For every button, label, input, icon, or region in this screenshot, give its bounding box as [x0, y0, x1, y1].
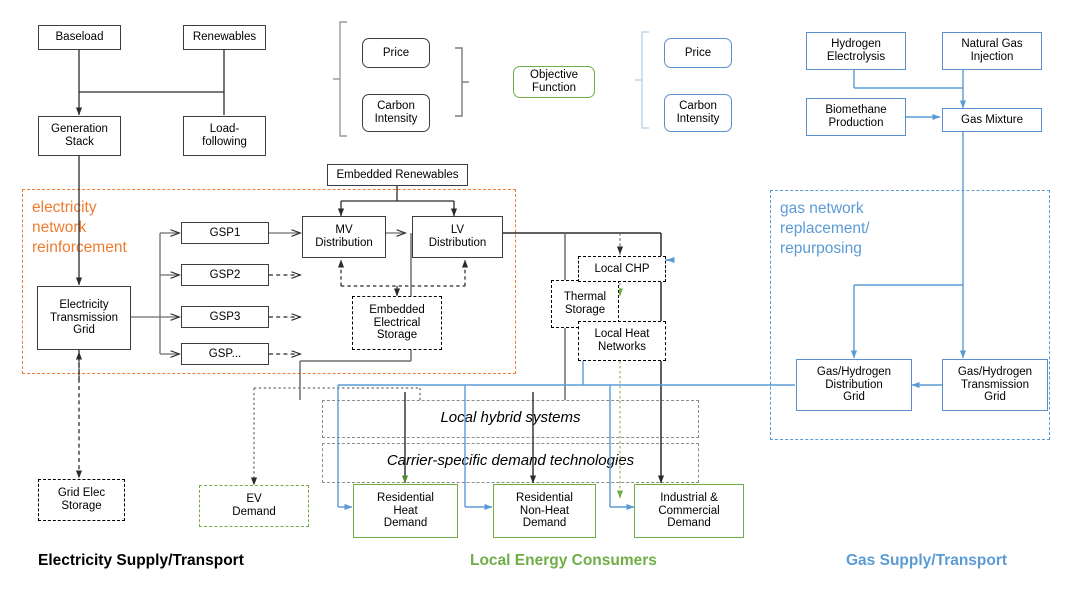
node-thermal-storage-label: Thermal Storage: [563, 291, 607, 316]
node-gas-hydrogen-transmission-grid-label: Gas/Hydrogen Transmission Grid: [957, 365, 1033, 404]
node-electricity-carbon-intensity[interactable]: Carbon Intensity: [362, 94, 430, 132]
node-electricity-transmission-grid-label: Electricity Transmission Grid: [50, 298, 118, 337]
node-residential-non-heat-demand-label: Residential Non-Heat Demand: [516, 491, 573, 530]
node-gsp1[interactable]: GSP1: [181, 222, 269, 244]
node-gas-hydrogen-transmission-grid[interactable]: Gas/Hydrogen Transmission Grid: [942, 359, 1048, 411]
node-residential-heat-demand[interactable]: Residential Heat Demand: [353, 484, 458, 538]
legend-gas-supply-transport: Gas Supply/Transport: [846, 552, 1008, 569]
node-hydrogen-electrolysis-label: Hydrogen Electrolysis: [826, 38, 886, 63]
node-electricity-price-label: Price: [382, 46, 410, 59]
node-gsp3-label: GSP3: [209, 310, 241, 323]
node-gas-mixture[interactable]: Gas Mixture: [942, 108, 1042, 132]
node-mv-distribution[interactable]: MV Distribution: [302, 216, 386, 258]
node-gsp1-label: GSP1: [209, 226, 241, 239]
node-objective-function[interactable]: Objective Function: [513, 66, 595, 98]
node-local-chp-label: Local CHP: [594, 262, 650, 275]
node-lv-distribution[interactable]: LV Distribution: [412, 216, 503, 258]
node-baseload[interactable]: Baseload: [38, 25, 121, 50]
node-gsp2-label: GSP2: [209, 268, 241, 281]
node-ev-demand[interactable]: EV Demand: [199, 485, 309, 527]
node-mv-distribution-label: MV Distribution: [315, 224, 373, 249]
node-embedded-electrical-storage-label: Embedded Electrical Storage: [369, 303, 425, 342]
node-local-heat-networks-label: Local Heat Networks: [594, 328, 650, 353]
node-load-following-label: Load- following: [202, 123, 247, 148]
node-industrial-commercial-demand-label: Industrial & Commercial Demand: [658, 491, 720, 530]
node-gas-carbon-intensity-label: Carbon Intensity: [676, 100, 720, 125]
node-electricity-price[interactable]: Price: [362, 38, 430, 68]
legend-local-energy-consumers: Local Energy Consumers: [470, 552, 657, 569]
region-label-electricity-reinforcement: electricity network reinforcement: [32, 199, 127, 256]
node-gas-carbon-intensity[interactable]: Carbon Intensity: [664, 94, 732, 132]
node-thermal-storage[interactable]: Thermal Storage: [551, 280, 619, 328]
node-renewables-label: Renewables: [192, 31, 257, 44]
node-renewables[interactable]: Renewables: [183, 25, 266, 50]
node-biomethane-production[interactable]: Biomethane Production: [806, 98, 906, 136]
node-residential-non-heat-demand[interactable]: Residential Non-Heat Demand: [493, 484, 596, 538]
band-label-carrier-specific-demand: Carrier-specific demand technologies: [386, 452, 635, 469]
node-local-heat-networks[interactable]: Local Heat Networks: [578, 321, 666, 361]
node-grid-elec-storage[interactable]: Grid Elec Storage: [38, 479, 125, 521]
node-gas-mixture-label: Gas Mixture: [961, 113, 1023, 126]
node-gas-price[interactable]: Price: [664, 38, 732, 68]
node-gsp3[interactable]: GSP3: [181, 306, 269, 328]
node-electricity-carbon-intensity-label: Carbon Intensity: [374, 100, 418, 125]
region-local-hybrid-systems: [322, 400, 699, 438]
node-objective-function-label: Objective Function: [530, 69, 578, 94]
node-gas-hydrogen-distribution-grid[interactable]: Gas/Hydrogen Distribution Grid: [796, 359, 912, 411]
node-load-following[interactable]: Load- following: [183, 116, 266, 156]
node-ev-demand-label: EV Demand: [232, 493, 276, 518]
node-embedded-renewables-label: Embedded Renewables: [336, 168, 459, 181]
node-local-chp[interactable]: Local CHP: [578, 256, 666, 282]
band-label-local-hybrid-systems: Local hybrid systems: [440, 409, 581, 426]
node-embedded-electrical-storage[interactable]: Embedded Electrical Storage: [352, 296, 442, 350]
node-industrial-commercial-demand[interactable]: Industrial & Commercial Demand: [634, 484, 744, 538]
node-grid-elec-storage-label: Grid Elec Storage: [57, 487, 106, 512]
node-natural-gas-injection-label: Natural Gas Injection: [961, 38, 1023, 63]
node-natural-gas-injection[interactable]: Natural Gas Injection: [942, 32, 1042, 70]
node-gas-hydrogen-distribution-grid-label: Gas/Hydrogen Distribution Grid: [816, 365, 892, 404]
node-biomethane-production-label: Biomethane Production: [825, 104, 887, 129]
node-lv-distribution-label: LV Distribution: [428, 224, 487, 249]
node-gsp-more-label: GSP...: [208, 347, 242, 360]
node-gsp-more[interactable]: GSP...: [181, 343, 269, 365]
node-generation-stack[interactable]: Generation Stack: [38, 116, 121, 156]
node-residential-heat-demand-label: Residential Heat Demand: [377, 491, 434, 530]
region-electricity-network-reinforcement: [22, 189, 516, 374]
node-gsp2[interactable]: GSP2: [181, 264, 269, 286]
node-embedded-renewables[interactable]: Embedded Renewables: [327, 164, 468, 186]
node-electricity-transmission-grid[interactable]: Electricity Transmission Grid: [37, 286, 131, 350]
region-carrier-specific-demand: [322, 443, 699, 483]
node-gas-price-label: Price: [684, 46, 712, 59]
node-generation-stack-label: Generation Stack: [51, 123, 108, 148]
region-label-gas-network-replacement: gas network replacement/ repurposing: [780, 200, 870, 257]
legend-electricity-supply-transport: Electricity Supply/Transport: [38, 552, 244, 569]
node-baseload-label: Baseload: [55, 31, 104, 44]
region-gas-network-replacement: [770, 190, 1050, 440]
node-hydrogen-electrolysis[interactable]: Hydrogen Electrolysis: [806, 32, 906, 70]
